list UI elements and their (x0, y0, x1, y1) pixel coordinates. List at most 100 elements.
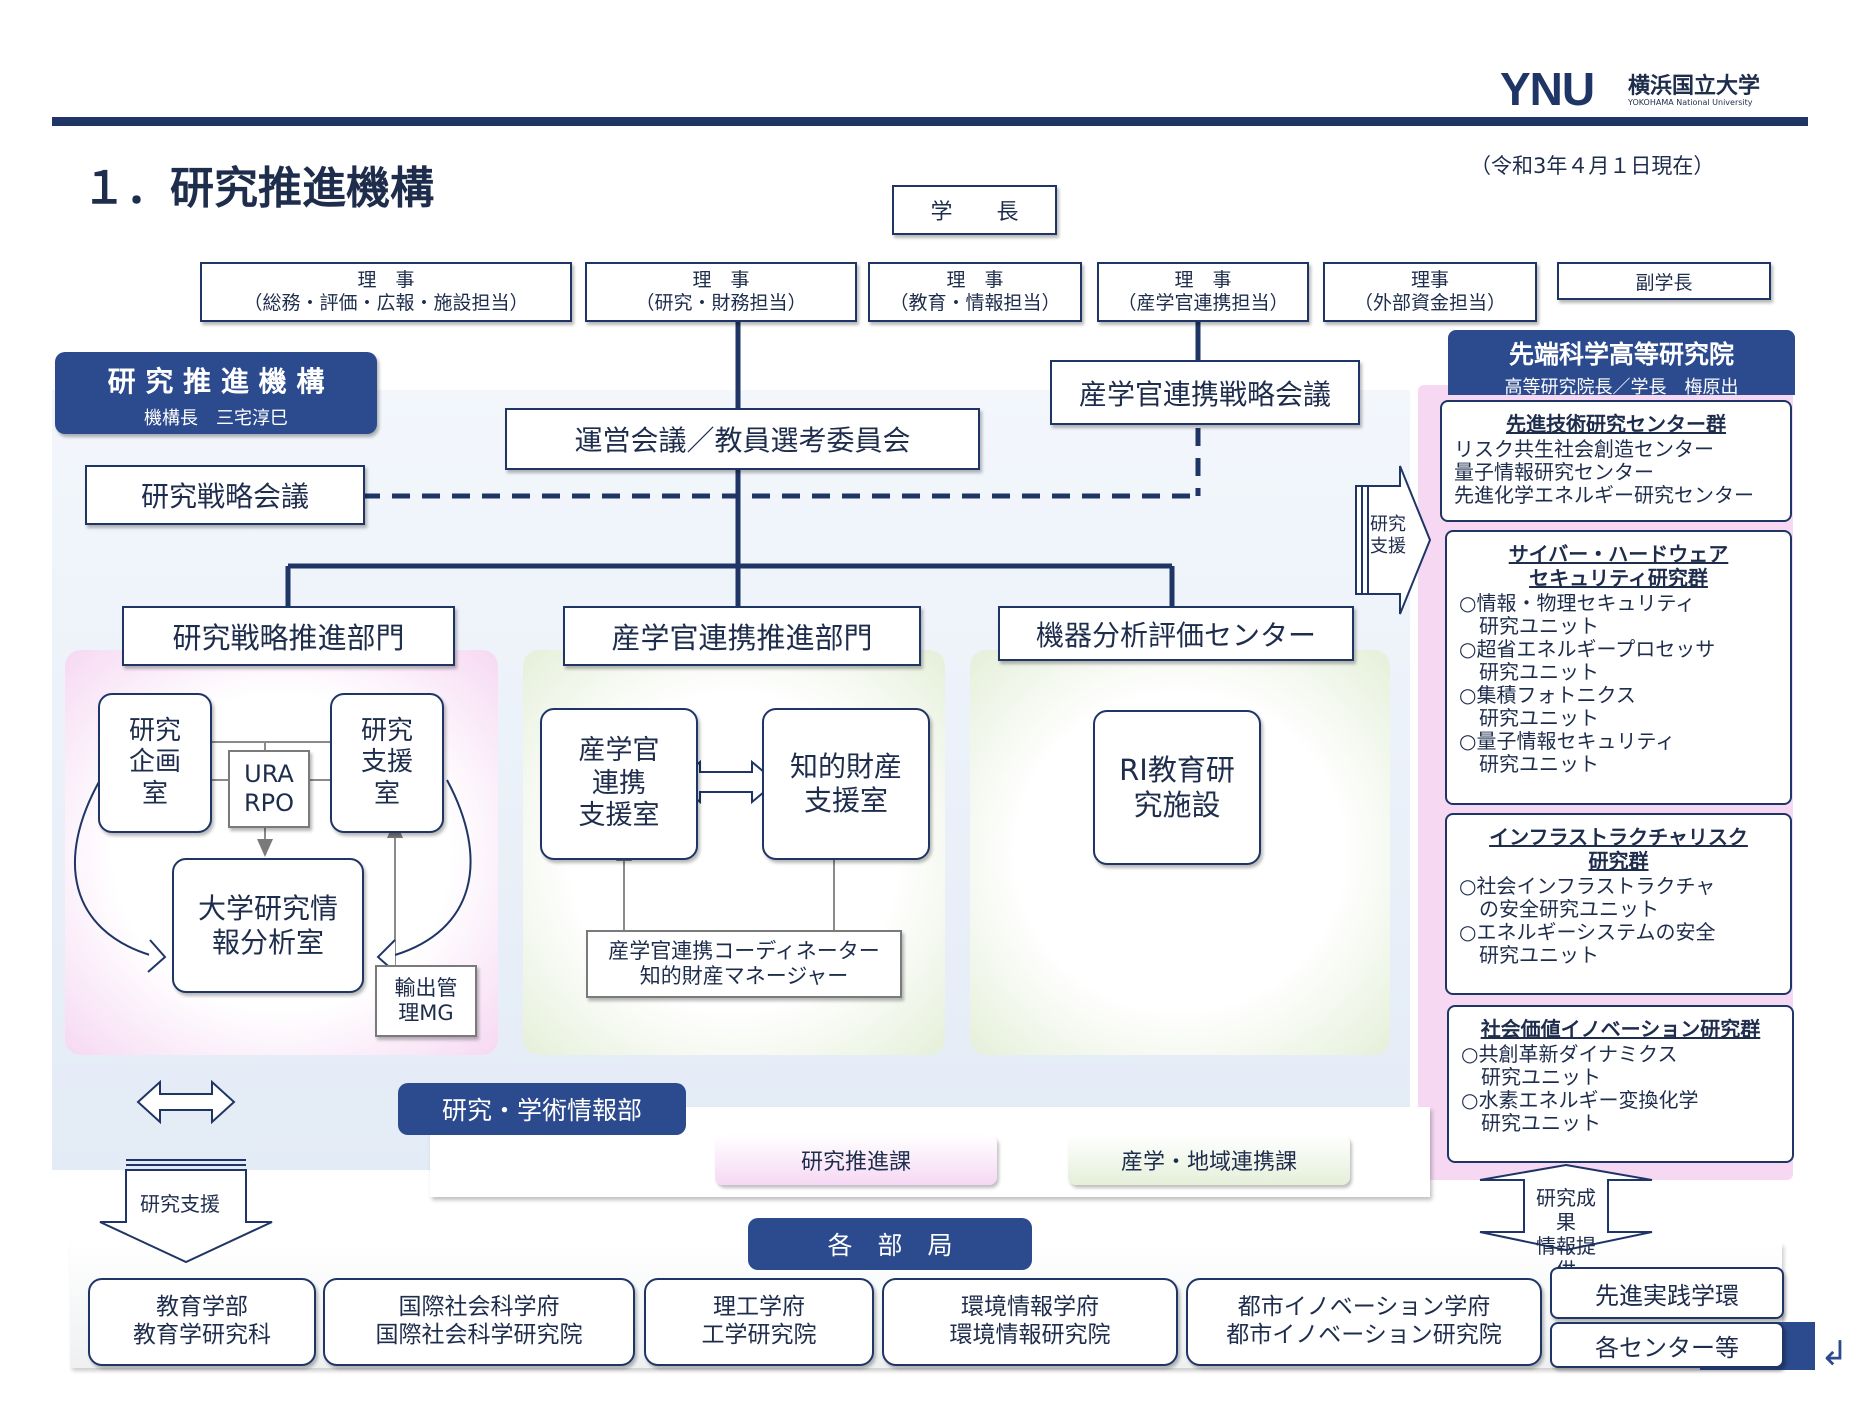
iga-council-label: 産学官連携戦略会議 (1078, 377, 1331, 411)
vice-president-label: 副学長 (1635, 271, 1693, 294)
research-planning-label: 研究 企画 室 (128, 716, 181, 809)
cycle-arrow-left-icon (73, 779, 151, 956)
management-council-label: 運営会議／教員選考委員会 (574, 424, 911, 457)
instrument-division-header: 機器分析評価センター (998, 606, 1354, 661)
management-council-box: 運営会議／教員選考委員会 (505, 408, 980, 470)
faculty-label: 教育学部 教育学研究科 (133, 1294, 271, 1348)
ip-support-office: 知的財産 支援室 (762, 708, 930, 860)
faculty-education: 教育学部 教育学研究科 (88, 1278, 316, 1366)
research-analysis-label: 大学研究情 報分析室 (197, 891, 338, 959)
extra-unit-label: 先進実践学環 (1595, 1281, 1739, 1310)
instrument-division-label: 機器分析評価センター (1035, 618, 1316, 652)
executive-education-info: 理 事 （教育・情報担当） (868, 262, 1082, 322)
group-items: リスク共生社会創造センター 量子情報研究センター 先進化学エネルギー研究センター (1454, 437, 1754, 507)
executive-label: 理 事 （総務・評価・広報・施設担当） (243, 269, 529, 314)
cyber-hardware-group: サイバー・ハードウェア セキュリティ研究群 ○情報・物理セキュリティ 研究ユニッ… (1445, 530, 1792, 805)
faculty-engineering: 理工学府 工学研究院 (644, 1278, 874, 1366)
iga-support-office: 産学官 連携 支援室 (540, 708, 698, 860)
president-label: 学 長 (930, 200, 1019, 225)
iga-support-label: 産学官 連携 支援室 (578, 735, 660, 832)
advanced-practice-unit: 先進実践学環 (1550, 1267, 1784, 1319)
research-promotion-section: 研究推進課 (715, 1135, 997, 1185)
faculty-label: 都市イノベーション学府 都市イノベーション研究院 (1226, 1294, 1502, 1348)
exchange-arrow-icon (136, 1079, 236, 1125)
executive-research-finance: 理 事 （研究・財務担当） (585, 262, 857, 322)
social-value-innovation-group: 社会価値イノベーション研究群 ○共創革新ダイナミクス 研究ユニット ○水素エネル… (1447, 1005, 1794, 1163)
iga-division-label: 産学官連携推進部門 (611, 621, 873, 655)
executive-external-funds: 理事 （外部資金担当） (1323, 262, 1537, 322)
faculty-environment-information: 環境情報学府 環境情報研究院 (882, 1278, 1178, 1366)
executive-general-affairs: 理 事 （総務・評価・広報・施設担当） (200, 262, 572, 322)
results-arrow-icon (1479, 1163, 1653, 1252)
faculty-international-social-sciences: 国際社会科学府 国際社会科学研究院 (323, 1278, 635, 1366)
organization-name: 研 究 推 進 機 構 (107, 365, 325, 398)
executive-label: 理事 （外部資金担当） (1353, 269, 1506, 314)
ura-rpo-box: URA RPO (228, 750, 310, 828)
centers-unit: 各センター等 (1550, 1322, 1784, 1368)
support-arrow-down-icon (99, 1169, 273, 1264)
executive-label: 理 事 （教育・情報担当） (889, 269, 1061, 314)
section-label: 研究推進課 (800, 1150, 911, 1175)
research-support-office: 研究 支援 室 (330, 693, 444, 833)
advanced-institute-header: 先端科学高等研究院 高等研究院長／学長 梅原出 (1448, 330, 1795, 398)
coordinator-label: 産学官連携コーディネーター 知的財産マネージャー (608, 938, 880, 988)
export-control-box: 輸出管 理MG (375, 965, 477, 1037)
faculty-label: 環境情報学府 環境情報研究院 (949, 1294, 1111, 1348)
research-support-label: 研究 支援 室 (360, 716, 413, 809)
return-arrow-icon: ↲ (1820, 1334, 1849, 1374)
strategy-division-label: 研究戦略推進部門 (172, 621, 405, 655)
section-label: 産学・地域連携課 (1120, 1150, 1297, 1175)
executive-label: 理 事 （研究・財務担当） (635, 269, 807, 314)
organization-head: 機構長 三宅淳巳 (144, 408, 288, 429)
advanced-institute-head: 高等研究院長／学長 梅原出 (1504, 377, 1739, 398)
group-title: サイバー・ハードウェア セキュリティ研究群 (1508, 542, 1729, 590)
header-rule (52, 117, 1808, 126)
logo-japanese: 横浜国立大学 (1628, 74, 1761, 99)
as-of-date: （令和3年４月１日現在） (1470, 154, 1715, 178)
vice-president-box: 副学長 (1557, 262, 1771, 300)
group-items: ○情報・物理セキュリティ 研究ユニット ○超省エネルギープロセッサ 研究ユニット… (1459, 591, 1716, 776)
group-title: 社会価値イノベーション研究群 (1480, 1017, 1761, 1041)
bottom-support-label: 研究支援 (140, 1192, 220, 1216)
logo: YNU 横浜国立大学 YOKOHAMA National University (1500, 63, 1820, 116)
ip-support-label: 知的財産 支援室 (789, 750, 902, 817)
executive-industry-collab: 理 事 （産学官連携担当） (1097, 262, 1309, 322)
group-title: 先進技術研究センター群 (1506, 412, 1726, 436)
support-arrow-right-icon (1355, 465, 1432, 615)
research-planning-office: 研究 企画 室 (98, 693, 212, 833)
iga-division-header: 産学官連携推進部門 (563, 606, 921, 666)
faculty-label: 理工学府 工学研究院 (701, 1294, 817, 1348)
group-items: ○共創革新ダイナミクス 研究ユニット ○水素エネルギー変換化学 研究ユニット (1461, 1042, 1699, 1135)
faculty-label: 国際社会科学府 国際社会科学研究院 (375, 1294, 583, 1348)
group-title: インフラストラクチャリスク 研究群 (1489, 825, 1748, 873)
strategy-council-box: 研究戦略会議 (85, 465, 365, 525)
ura-rpo-label: URA RPO (243, 760, 295, 817)
page-title: １．研究推進機構 (82, 163, 434, 214)
strategy-division-header: 研究戦略推進部門 (122, 606, 455, 666)
research-support-arrow-label: 研究 支援 (1370, 514, 1406, 557)
info-dept-badge: 研究・学術情報部 (398, 1083, 686, 1135)
organization-badge: 研 究 推 進 機 構 機構長 三宅淳巳 (55, 352, 377, 434)
faculties-badge: 各 部 局 (748, 1218, 1032, 1270)
coordinator-box: 産学官連携コーディネーター 知的財産マネージャー (586, 930, 902, 998)
logo-mark: YNU (1500, 63, 1595, 115)
executive-label: 理 事 （産学官連携担当） (1117, 269, 1289, 314)
ri-facility-label: RI教育研 究施設 (1119, 752, 1235, 822)
export-control-label: 輸出管 理MG (394, 975, 458, 1025)
info-dept-label: 研究・学術情報部 (441, 1096, 642, 1125)
strategy-council-label: 研究戦略会議 (140, 480, 309, 513)
advanced-tech-center-group: 先進技術研究センター群 リスク共生社会創造センター 量子情報研究センター 先進化… (1440, 400, 1792, 522)
logo-english: YOKOHAMA National University (1628, 98, 1753, 107)
industry-regional-section: 産学・地域連携課 (1068, 1135, 1350, 1185)
advanced-institute-name: 先端科学高等研究院 (1508, 340, 1734, 369)
ri-facility-box: RI教育研 究施設 (1093, 710, 1261, 865)
president-box: 学 長 (892, 185, 1057, 235)
research-analysis-office: 大学研究情 報分析室 (172, 858, 364, 993)
iga-council-box: 産学官連携戦略会議 (1050, 360, 1360, 425)
faculties-label: 各 部 局 (827, 1231, 953, 1260)
group-items: ○社会インフラストラクチャ の安全研究ユニット ○エネルギーシステムの安全 研究… (1459, 874, 1716, 967)
extra-unit-label: 各センター等 (1595, 1333, 1739, 1362)
cycle-arrow-right-icon (394, 779, 472, 956)
faculty-urban-innovation: 都市イノベーション学府 都市イノベーション研究院 (1186, 1278, 1542, 1366)
